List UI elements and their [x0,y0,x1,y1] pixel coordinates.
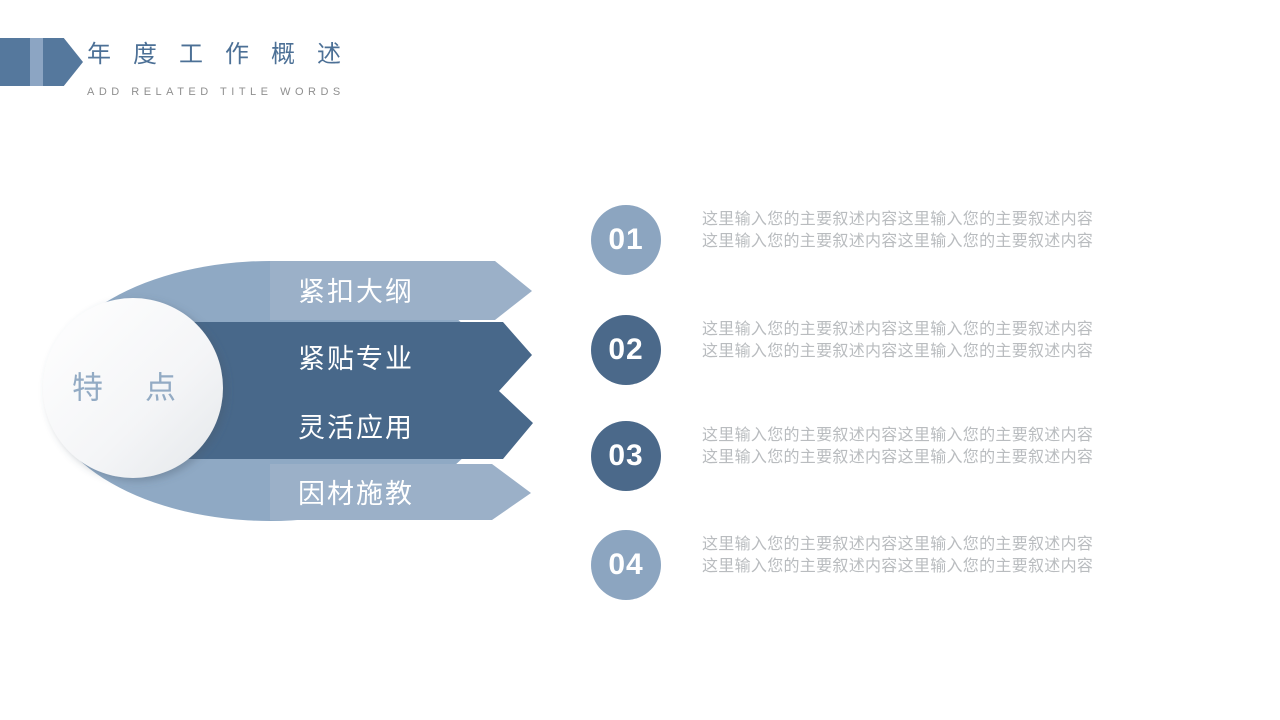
header-arrow-icon [43,38,83,86]
point-text-2: 这里输入您的主要叙述内容这里输入您的主要叙述内容 这里输入您的主要叙述内容这里输… [702,315,1102,362]
point-row-4: 04 这里输入您的主要叙述内容这里输入您的主要叙述内容 这里输入您的主要叙述内容… [591,530,1102,600]
feature-badge-circle [43,298,223,478]
point-row-2: 02 这里输入您的主要叙述内容这里输入您的主要叙述内容 这里输入您的主要叙述内容… [591,315,1102,385]
point-row-1: 01 这里输入您的主要叙述内容这里输入您的主要叙述内容 这里输入您的主要叙述内容… [591,205,1102,275]
point-text-2-line-2: 这里输入您的主要叙述内容这里输入您的主要叙述内容 [702,342,1094,360]
banner-arrow-4 [270,464,531,520]
feature-diagram: 特点 紧扣大纲 紧贴专业 灵活应用 因材施教 [43,261,533,521]
point-text-1-line-1: 这里输入您的主要叙述内容这里输入您的主要叙述内容 [702,211,1094,228]
banner-label-1: 紧扣大纲 [298,277,414,307]
banner-label-3: 灵活应用 [298,413,414,443]
point-text-2-line-1: 这里输入您的主要叙述内容这里输入您的主要叙述内容 [702,321,1094,338]
point-number-badge-2: 02 [591,315,661,385]
point-text-4: 这里输入您的主要叙述内容这里输入您的主要叙述内容 这里输入您的主要叙述内容这里输… [702,530,1102,577]
point-text-3-line-2: 这里输入您的主要叙述内容这里输入您的主要叙述内容 [702,448,1094,466]
point-number-badge-4: 04 [591,530,661,600]
point-text-3-line-1: 这里输入您的主要叙述内容这里输入您的主要叙述内容 [702,427,1094,444]
page-subtitle: ADD RELATED TITLE WORDS [87,86,345,98]
point-text-4-line-2: 这里输入您的主要叙述内容这里输入您的主要叙述内容 [702,557,1094,575]
header-accent-bar-light [30,38,43,86]
banner-arrow-1 [270,261,532,320]
header-accent-bar-dark [0,38,30,86]
point-number-badge-1: 01 [591,205,661,275]
point-text-1-line-2: 这里输入您的主要叙述内容这里输入您的主要叙述内容 [702,232,1094,250]
point-text-3: 这里输入您的主要叙述内容这里输入您的主要叙述内容 这里输入您的主要叙述内容这里输… [702,421,1102,468]
banner-label-2: 紧贴专业 [298,344,414,374]
feature-badge-label: 特点 [72,371,218,406]
banner-arrow-2-3 [140,322,533,459]
point-number-badge-3: 03 [591,421,661,491]
page-title: 年度工作概述 [87,41,363,68]
banner-label-4: 因材施教 [298,479,414,509]
point-text-4-line-1: 这里输入您的主要叙述内容这里输入您的主要叙述内容 [702,536,1094,553]
point-text-1: 这里输入您的主要叙述内容这里输入您的主要叙述内容 这里输入您的主要叙述内容这里输… [702,205,1102,252]
point-row-3: 03 这里输入您的主要叙述内容这里输入您的主要叙述内容 这里输入您的主要叙述内容… [591,421,1102,491]
